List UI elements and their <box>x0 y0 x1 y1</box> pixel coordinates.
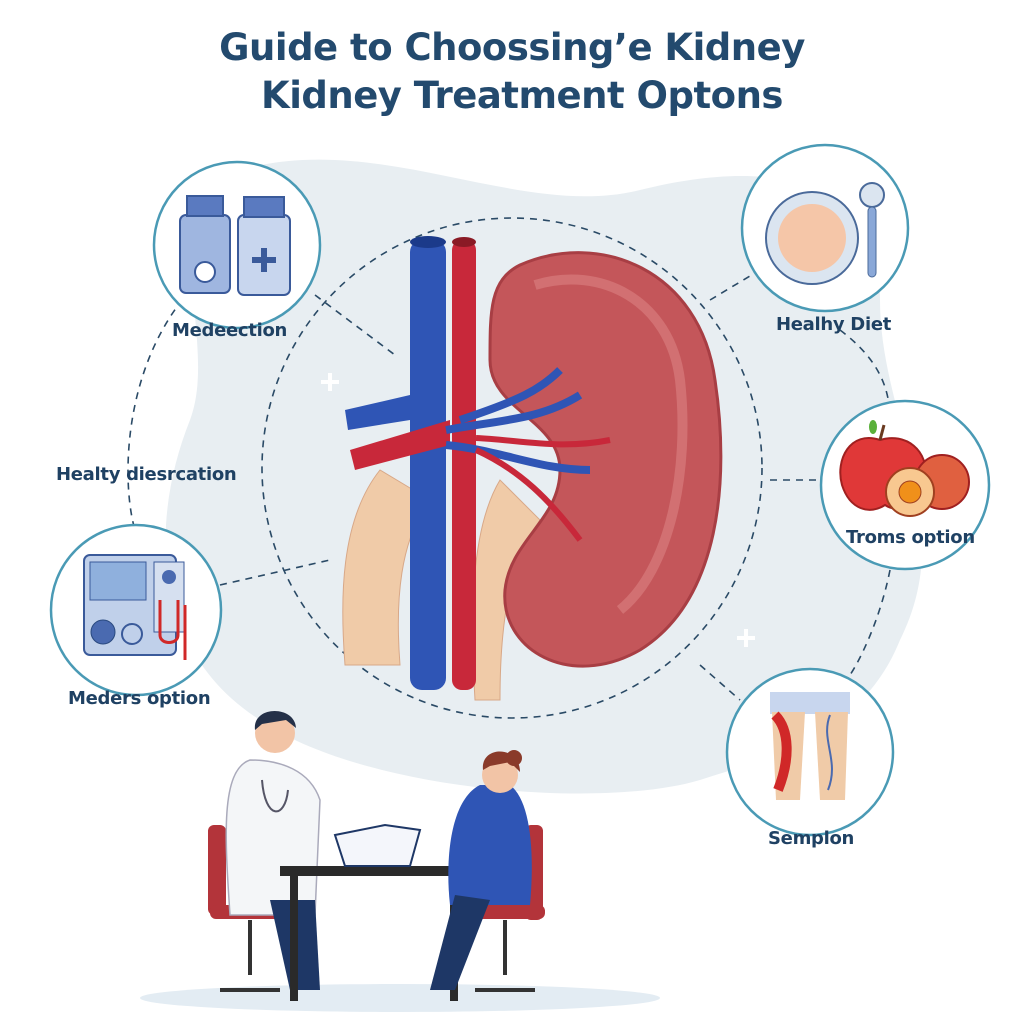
fruits-icon <box>819 399 991 571</box>
title-line-1: Guide to Choossing’e Kidney <box>219 26 805 69</box>
plus-icon <box>321 373 339 391</box>
label-symptom: Semplon <box>768 828 855 849</box>
dashed-orbit <box>261 217 763 719</box>
label-medication: Medeection <box>172 320 288 341</box>
dashed-connector <box>219 269 891 701</box>
plus-icon <box>737 629 755 647</box>
consultation-scene <box>140 710 660 1012</box>
healthy-diet-icon <box>740 143 910 313</box>
label-healthy-description: Healty diesrcation <box>56 464 237 485</box>
dialysis-machine-icon <box>49 523 223 697</box>
kidney-illustration <box>342 236 723 701</box>
title-line-2: Kidney Treatment Optons <box>261 74 783 117</box>
label-dialysis: Meders option <box>68 688 211 709</box>
leg-symptom-icon <box>725 667 895 837</box>
label-healthy-diet: Healhy Diet <box>776 314 892 335</box>
label-fruits: Troms option <box>846 527 975 548</box>
medication-icon <box>152 160 322 330</box>
